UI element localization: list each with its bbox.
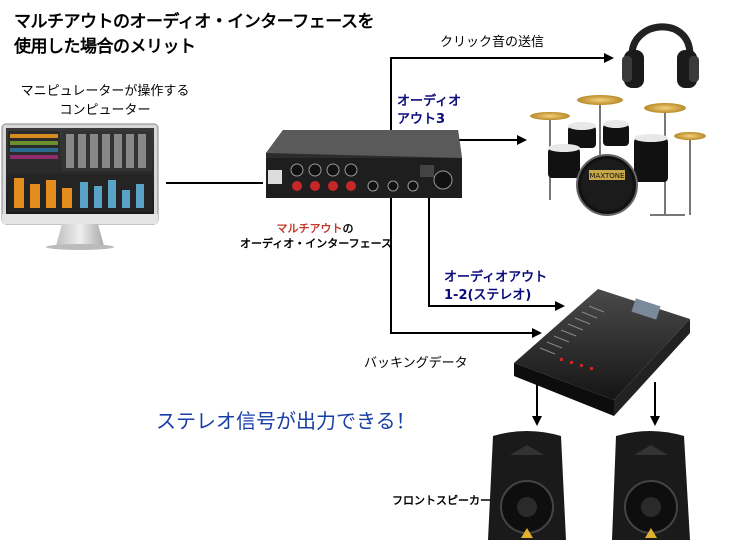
title-line-2: 使用した場合のメリット — [14, 37, 196, 57]
audio-out-12-line-1: オーディオアウト — [444, 270, 548, 285]
computer-image — [1, 123, 159, 250]
drum-kit-image: MAXTONE — [530, 95, 706, 216]
computer-label-line-1: マニピュレーターが操作する — [20, 84, 190, 99]
left-speaker-image — [488, 431, 566, 540]
computer-label-line-2: コンピューター — [59, 103, 151, 118]
front-speaker-label: フロントスピーカー — [392, 494, 491, 507]
click-label: クリック音の送信 — [440, 35, 545, 50]
interface-label-line-1: マルチアウトの — [240, 221, 390, 236]
interface-label-line-2: オーディオ・インターフェース — [240, 237, 393, 250]
audio-out-3-line-2: アウト3 — [397, 112, 446, 127]
multi-out-highlight: マルチアウト — [276, 222, 343, 235]
audio-interface-image — [266, 130, 462, 198]
title-line-1: マルチアウトのオーディオ・インターフェースを — [14, 12, 374, 32]
interface-label: マルチアウトの オーディオ・インターフェース — [240, 221, 393, 251]
headphones-image — [622, 23, 699, 88]
audio-out-3-line-1: オーディオ — [397, 94, 462, 109]
audio-out-12-label: オーディオアウト 1-2(ステレオ) — [444, 269, 547, 305]
stereo-out-arrow — [428, 197, 565, 311]
right-speaker-image — [612, 431, 690, 540]
audio-out-12-line-2: 1-2(ステレオ) — [444, 288, 532, 303]
audio-out-3-label: オーディオ アウト3 — [397, 93, 461, 129]
backing-data-label: バッキングデータ — [364, 356, 468, 371]
diagram-title: マルチアウトのオーディオ・インターフェースを 使用した場合のメリット — [14, 10, 374, 60]
drum-brand-text: MAXTONE — [590, 172, 625, 180]
signal-lines — [166, 53, 660, 426]
backing-data-arrow — [390, 197, 542, 338]
computer-label: マニピュレーターが操作する コンピューター — [10, 82, 200, 120]
interface-label-suffix: の — [342, 222, 354, 235]
mixer-image — [514, 289, 690, 416]
stereo-message: ステレオ信号が出力できる！ — [156, 409, 416, 433]
click-arrow — [390, 53, 614, 140]
